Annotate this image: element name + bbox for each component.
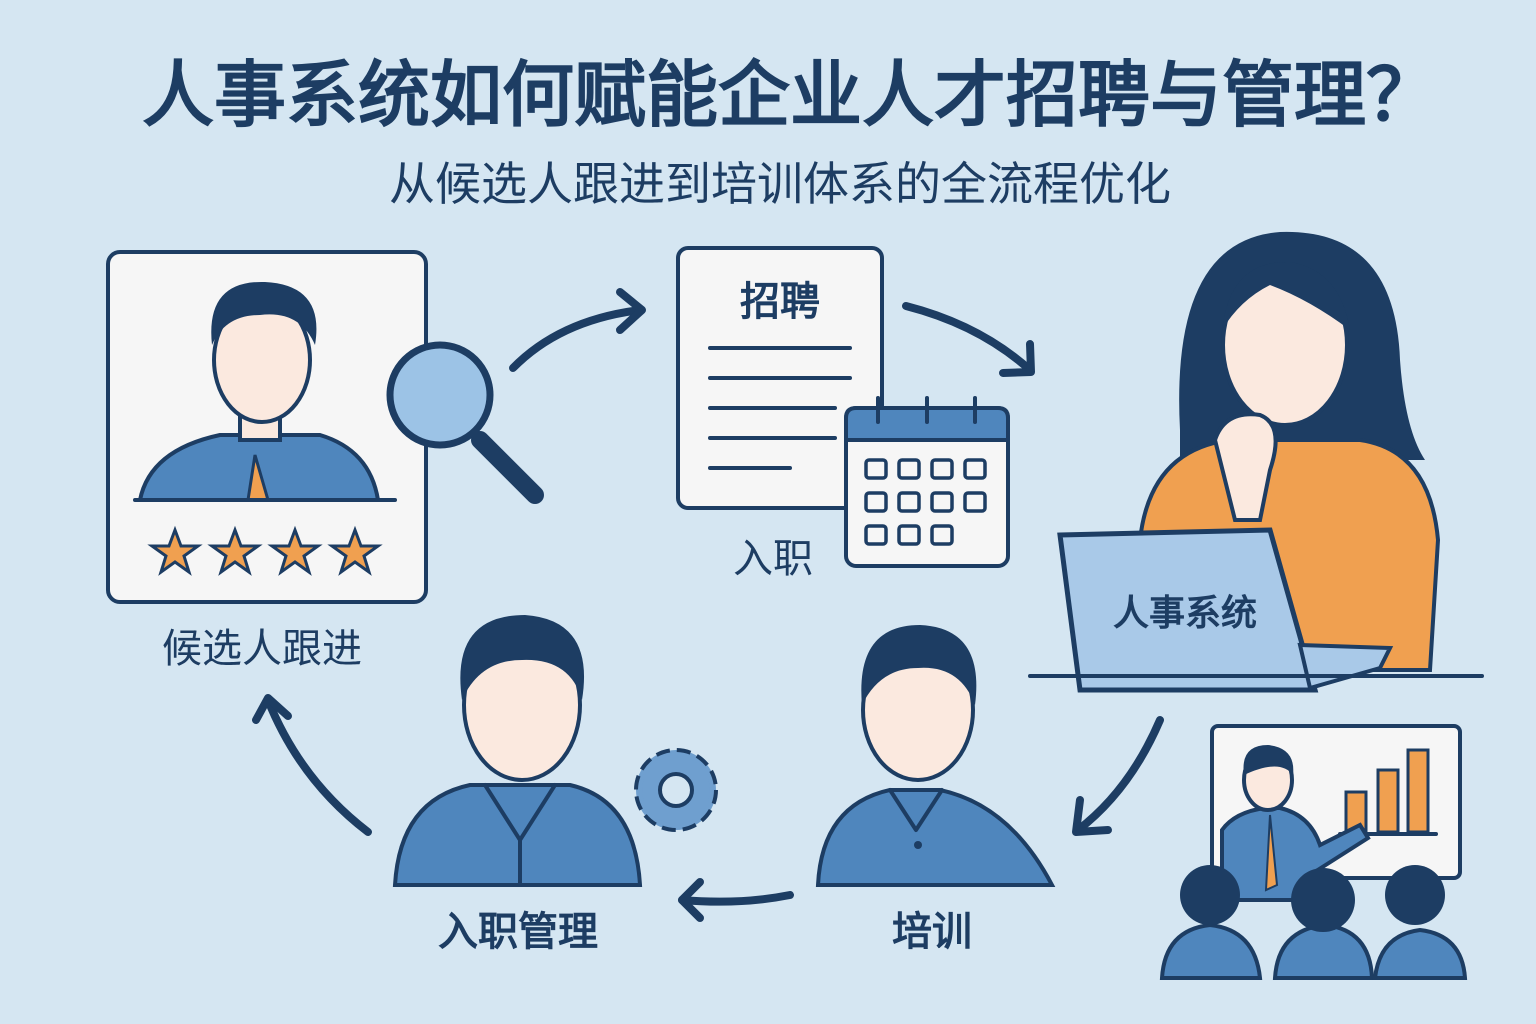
onboarding-staff-illustration — [392, 615, 643, 887]
page-title: 人事系统如何赋能企业人才招聘与管理？ — [142, 53, 1438, 137]
star-icon — [207, 525, 263, 576]
page-subtitle: 从候选人跟进到培训体系的全流程优化 — [389, 157, 1171, 211]
training-presentation-illustration — [1159, 724, 1468, 980]
arrow-down-right-icon — [902, 302, 1035, 377]
label-onboard: 入职 — [733, 536, 813, 582]
calendar-icon — [844, 396, 1010, 568]
label-recruit: 招聘 — [740, 279, 820, 325]
rating-stars — [147, 525, 383, 576]
trainee-illustration — [815, 625, 1056, 887]
arrow-down-left-icon — [1072, 716, 1164, 836]
arrow-right-icon — [509, 288, 646, 372]
arrow-left-icon — [678, 878, 794, 922]
label-hr-system: 人事系统 — [1113, 593, 1257, 634]
hr-manager-illustration: 人事系统 — [1028, 231, 1484, 693]
star-icon — [147, 525, 203, 576]
star-icon — [327, 525, 383, 576]
label-onboard-management: 入职管理 — [438, 909, 598, 955]
recruit-document: 招聘 — [676, 246, 884, 510]
magnifier-icon — [386, 341, 544, 504]
arrow-up-icon — [252, 694, 372, 836]
star-icon — [267, 525, 323, 576]
label-training: 培训 — [892, 909, 972, 955]
label-candidate: 候选人跟进 — [162, 626, 362, 672]
gear-icon — [634, 748, 718, 832]
flow-arrows — [252, 288, 1164, 922]
candidate-card — [106, 250, 428, 604]
